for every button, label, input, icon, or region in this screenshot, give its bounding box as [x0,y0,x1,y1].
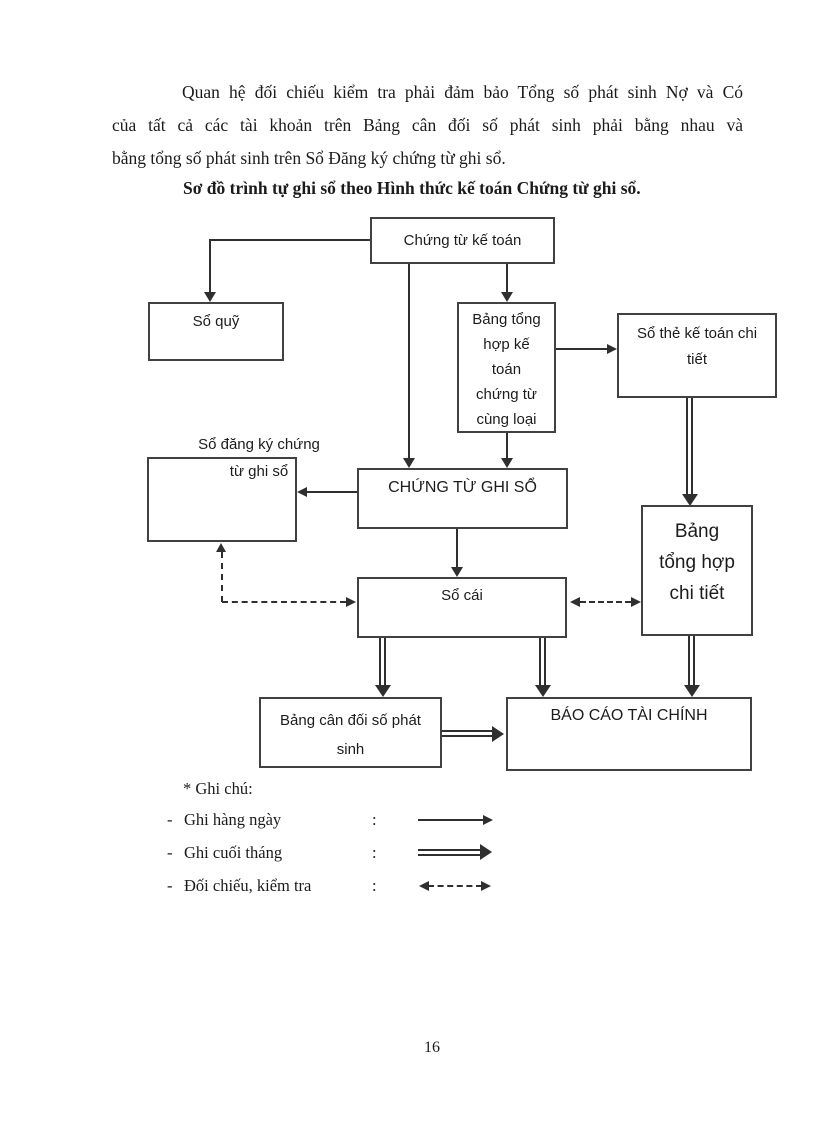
box-chung-tu-ke-toan: Chứng từ kế toán [370,217,555,264]
arrowhead-right-icon [607,344,617,354]
arrow-bthkt-to-sothe [556,348,607,350]
arrowhead-left-icon [570,597,580,607]
box-label-line: Bảng [674,521,720,542]
box-label-line: hợp kế [483,336,530,353]
arrowhead-down-icon [501,458,513,468]
arrowhead-right-icon [492,726,504,742]
arrowhead-left-icon [297,487,307,497]
box-so-quy: Sổ quỹ [148,302,284,361]
arrow-ctgs-to-socai [456,529,458,567]
box-so-dang-ky [147,457,297,542]
paragraph-line-2: của tất cả các tài khoản trên Bảng cân đ… [112,115,743,135]
legend-row-monthly: - Ghi cuối tháng : [167,843,507,865]
paragraph-line-3: bằng tổng số phát sinh trên Sổ Đăng ký c… [112,148,506,168]
solid-arrow-icon [418,810,498,832]
legend-dash: - [167,843,173,862]
box-label-line: Bảng tổng [472,311,541,328]
box-label-line: tổng hợp [659,552,735,573]
dashed-sodangky-socai-v [221,552,223,602]
box-label-line: toán [491,361,522,378]
double-arrow-socai-to-baocao [539,638,546,685]
box-label-line: cùng loại [476,411,537,428]
box-label-line: từ ghi sổ [229,463,289,480]
box-label: CHỨNG TỪ GHI SỔ [388,479,537,496]
body-paragraph: Quan hệ đối chiếu kiểm tra phải đảm bảo … [112,76,743,175]
page-number: 16 [424,1039,440,1056]
box-label-line: chứng từ [476,386,537,403]
dashed-sodangky-socai-h [222,601,346,603]
box-bang-tong-hop-ke-toan: Bảng tổng hợp kế toán chứng từ cùng loại [457,302,556,433]
arrow-ctgs-to-sodangky [307,491,357,493]
arrowhead-down-icon [501,292,513,302]
diagram-title: Sơ đồ trình tự ghi sổ theo Hình thức kế … [183,178,641,198]
arrowhead-down-icon [451,567,463,577]
box-so-the-ke-toan: Sổ thẻ kế toán chi tiết [617,313,777,398]
arrow-bthkt-to-ctgs [506,433,508,458]
box-label-line: Bảng cân đối số phát [280,712,421,729]
box-bao-cao-tai-chinh: BÁO CÁO TÀI CHÍNH [506,697,752,771]
legend-row-daily: - Ghi hàng ngày : [167,810,507,832]
arrowhead-down-icon [403,458,415,468]
box-label: Sổ quỹ [192,313,240,330]
paragraph-line-1: Quan hệ đối chiếu kiểm tra phải đảm bảo … [182,82,743,102]
arrowhead-right-icon [631,597,641,607]
double-arrow-bangcandoi-to-baocao [442,730,492,737]
box-label: BÁO CÁO TÀI CHÍNH [550,707,708,724]
double-arrow-socai-to-bangcandoi [379,638,386,685]
legend-colon: : [372,810,377,829]
double-arrow-bthct-to-baocao [688,636,695,685]
box-label: Chứng từ kế toán [403,232,522,249]
legend-heading: * Ghi chú: [183,779,253,798]
arrow-ctkt-to-bthkt [506,264,508,292]
arrow-ctkt-to-soquy-h [210,239,370,241]
arrowhead-down-icon [375,685,391,697]
box-chung-tu-ghi-so: CHỨNG TỪ GHI SỔ [357,468,568,529]
legend-colon: : [372,843,377,862]
legend-label: Ghi cuối tháng [184,843,283,862]
box-label-line: sinh [336,741,365,758]
arrow-ctkt-to-soquy-v [209,239,211,292]
double-line-arrow-icon [418,843,498,865]
arrowhead-up-icon [216,543,226,552]
box-so-cai: Sổ cái [357,577,567,638]
arrowhead-down-icon [684,685,700,697]
box-bang-tong-hop-chi-tiet: Bảng tổng hợp chi tiết [641,505,753,636]
legend-colon: : [372,876,377,895]
arrow-ctkt-to-ctgs [408,264,410,458]
arrowhead-down-icon [682,494,698,506]
legend-label: Đối chiếu, kiểm tra [184,876,312,895]
arrowhead-down-icon [535,685,551,697]
dashed-double-arrow-icon [418,876,498,898]
box-bang-can-doi: Bảng cân đối số phát sinh [259,697,442,768]
box-label-line: Sổ thẻ kế toán chi [636,325,758,342]
legend-dash: - [167,810,173,829]
box-label-line: Sổ đăng ký chứng [198,436,320,453]
arrowhead-right-icon [346,597,356,607]
arrowhead-down-icon [204,292,216,302]
box-label-line: tiết [686,351,707,368]
legend-label: Ghi hàng ngày [184,810,282,829]
box-so-dang-ky-label: Sổ đăng ký chứng từ ghi sổ [186,431,332,485]
box-label-line: chi tiết [669,583,725,604]
box-label: Sổ cái [441,587,483,604]
legend-dash: - [167,876,173,895]
double-arrow-sothe-to-bthct [686,398,693,494]
dashed-socai-bthct [580,601,631,603]
legend-row-check: - Đối chiếu, kiểm tra : [167,876,507,898]
